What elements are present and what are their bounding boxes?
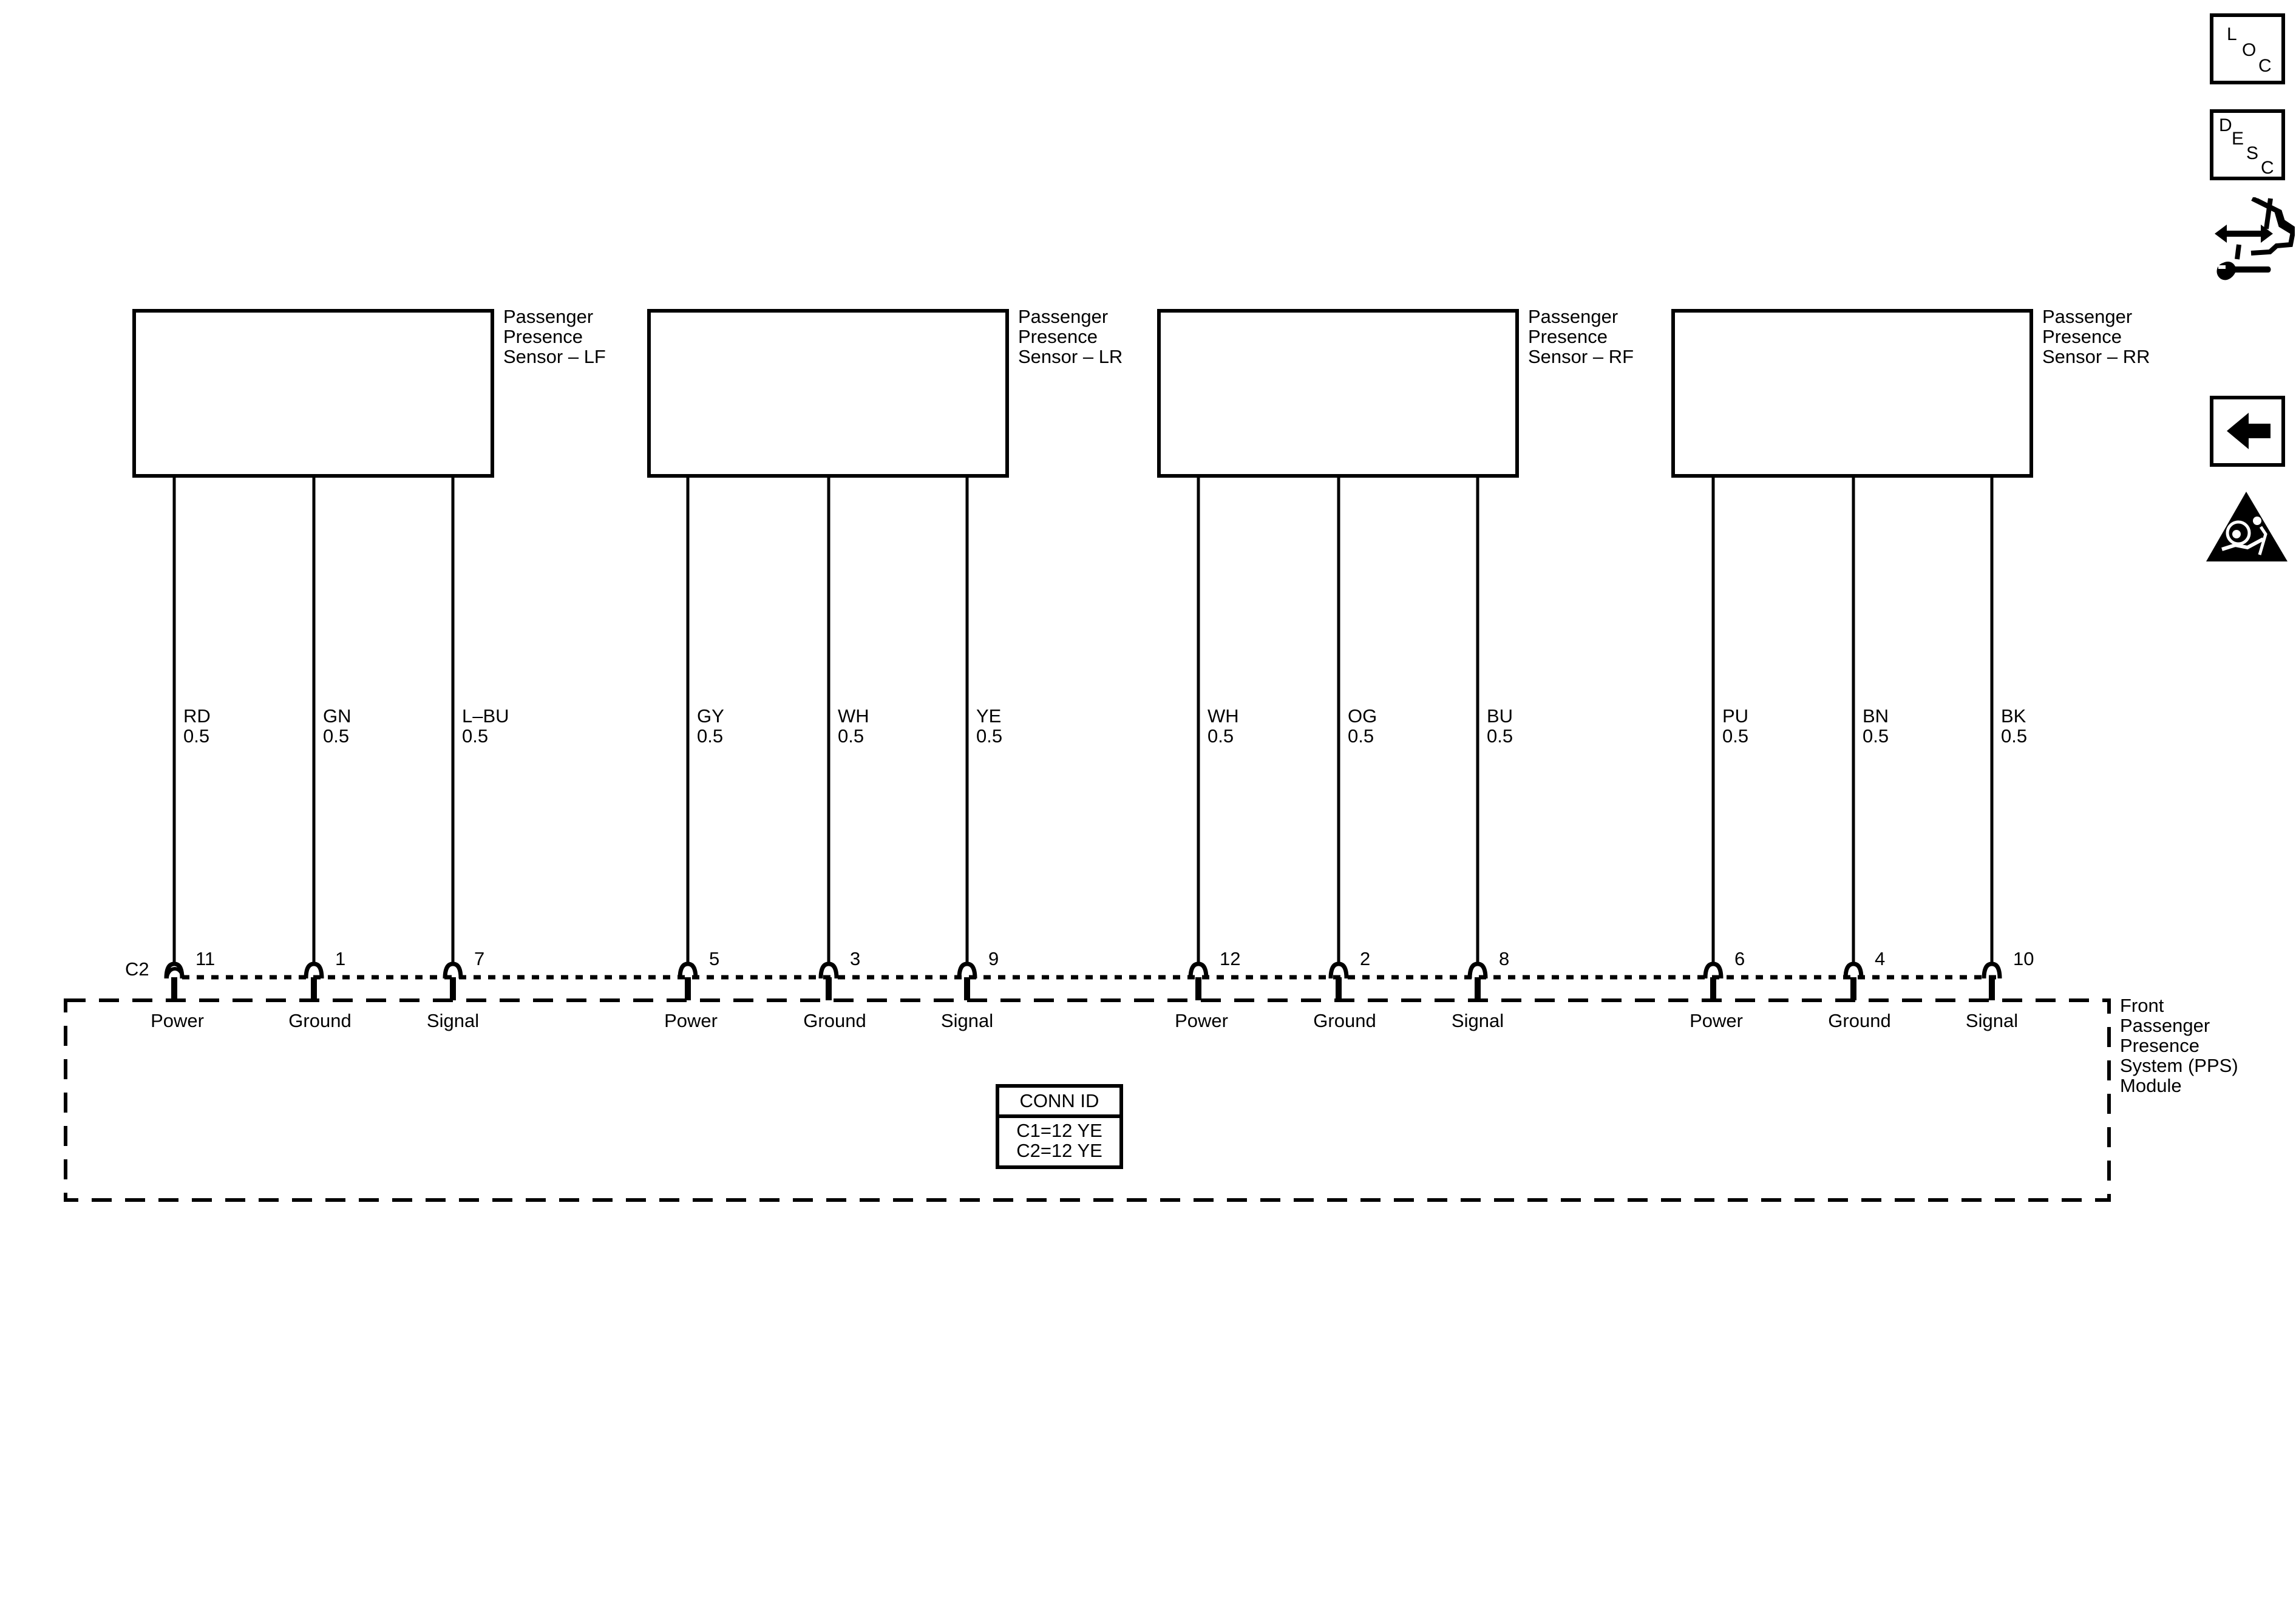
location-button[interactable]: L O C bbox=[2210, 13, 2285, 84]
pin-number: 5 bbox=[709, 948, 720, 969]
conn-id-row: C1=12 YE bbox=[1016, 1120, 1102, 1141]
pin-function: Signal bbox=[426, 1010, 480, 1031]
pin-number: 2 bbox=[1360, 948, 1371, 969]
pin-number: 9 bbox=[988, 948, 999, 969]
conn-id-table: CONN ID C1=12 YE C2=12 YE bbox=[996, 1084, 1123, 1169]
pin-function: Ground bbox=[1313, 1010, 1376, 1031]
connector-repair-icon bbox=[2215, 196, 2296, 280]
sensor-label-rf: Passenger Presence Sensor – RF bbox=[1528, 306, 1634, 367]
pps-module-label: Front Passenger Presence System (PPS) Mo… bbox=[2120, 995, 2238, 1096]
pin-number: 8 bbox=[1499, 948, 1510, 969]
loc-letter: O bbox=[2242, 40, 2257, 60]
sensor-label-lf: Passenger Presence Sensor – LF bbox=[503, 306, 606, 367]
sensor-label-lr: Passenger Presence Sensor – LR bbox=[1018, 306, 1123, 367]
sensor-box-lf[interactable] bbox=[132, 309, 494, 478]
airbag-warning-icon bbox=[2206, 492, 2288, 561]
pin-function: Ground bbox=[288, 1010, 352, 1031]
pin-number: 3 bbox=[850, 948, 861, 969]
pin-number: 10 bbox=[2013, 948, 2034, 969]
desc-letter: D bbox=[2219, 115, 2232, 135]
pin-number: 7 bbox=[474, 948, 485, 969]
pin-function: Ground bbox=[803, 1010, 866, 1031]
pin-number: 12 bbox=[1220, 948, 1241, 969]
pps-module-outline[interactable] bbox=[64, 998, 2111, 1202]
connector-repair-button[interactable] bbox=[2210, 196, 2296, 282]
sensor-box-lr[interactable] bbox=[647, 309, 1009, 478]
arrow-left-icon bbox=[2227, 413, 2271, 449]
pin-function: Power bbox=[664, 1010, 718, 1031]
pin-number: 4 bbox=[1875, 948, 1886, 969]
connector-name: C2 bbox=[125, 958, 149, 980]
desc-letter: C bbox=[2261, 158, 2274, 178]
sensor-box-rf[interactable] bbox=[1157, 309, 1519, 478]
sensor-box-rr[interactable] bbox=[1671, 309, 2033, 478]
pin-function: Signal bbox=[940, 1010, 994, 1031]
conn-id-row: C2=12 YE bbox=[1016, 1140, 1102, 1161]
wires bbox=[172, 476, 1994, 964]
conn-id-header: CONN ID bbox=[999, 1088, 1119, 1118]
pin-function: Power bbox=[1175, 1010, 1228, 1031]
loc-letter: L bbox=[2227, 24, 2237, 44]
back-button[interactable] bbox=[2210, 396, 2285, 467]
pin-number: 11 bbox=[195, 948, 216, 969]
pin-function: Power bbox=[151, 1010, 204, 1031]
pin-function: Signal bbox=[1451, 1010, 1504, 1031]
sensor-label-rr: Passenger Presence Sensor – RR bbox=[2042, 306, 2150, 367]
desc-letter: S bbox=[2246, 143, 2259, 163]
pin-number: 1 bbox=[335, 948, 346, 969]
description-button[interactable]: D E S C bbox=[2210, 109, 2285, 180]
pin-number: 6 bbox=[1734, 948, 1745, 969]
desc-letter: E bbox=[2232, 129, 2244, 149]
pin-function: Ground bbox=[1828, 1010, 1891, 1031]
loc-letter: C bbox=[2258, 56, 2272, 76]
pin-function: Signal bbox=[1965, 1010, 2019, 1031]
pin-function: Power bbox=[1690, 1010, 1743, 1031]
airbag-warning-button[interactable] bbox=[2205, 492, 2290, 568]
